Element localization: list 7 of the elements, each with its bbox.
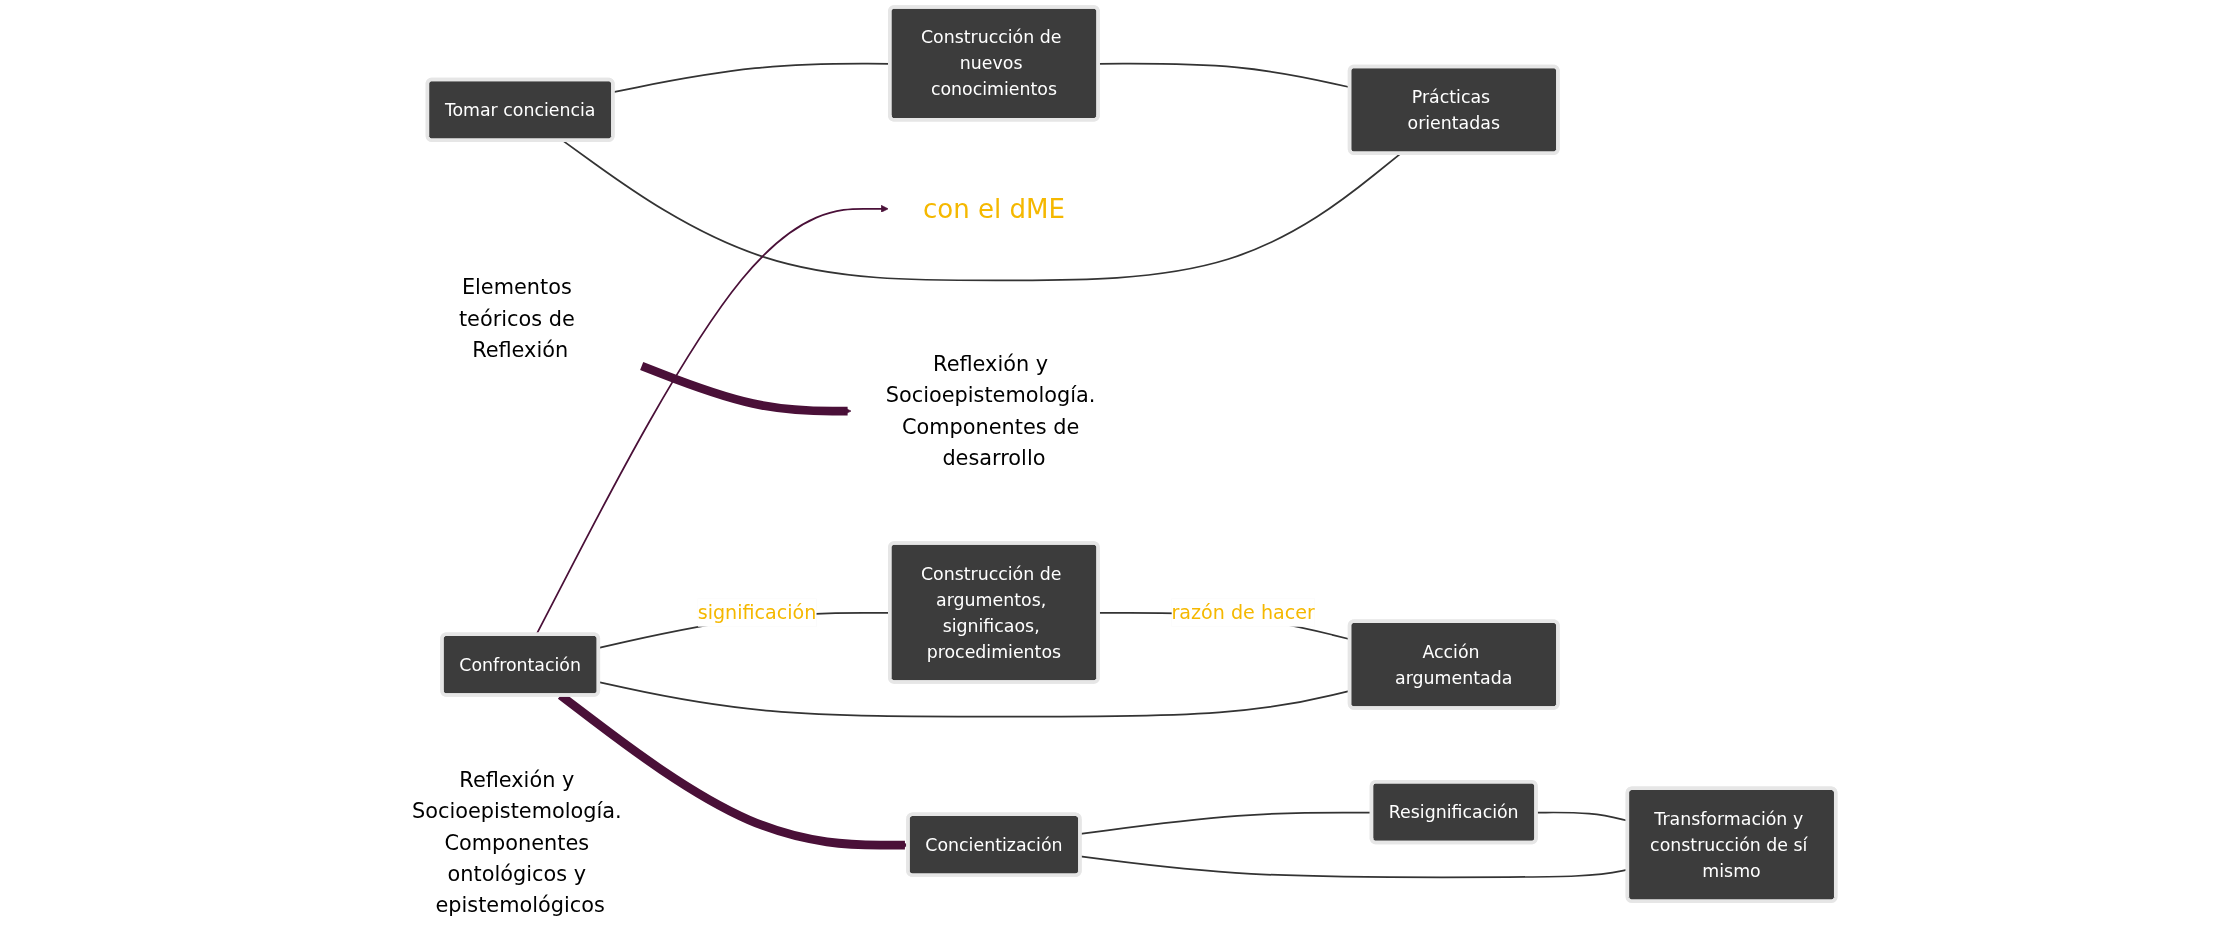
node-text: Reflexión y Socioepistemología. Componentes de desarrollo bbox=[885, 352, 1096, 471]
node-text: Reflexión y Socioepistemología. Componentes ontológicos y epistemológicos bbox=[412, 767, 622, 918]
edge-label: significación bbox=[697, 601, 817, 624]
arrow bbox=[640, 362, 852, 416]
node-text: Elementos teóricos de Reflexión bbox=[458, 275, 575, 363]
edge-label: razón de hacer bbox=[1171, 601, 1315, 624]
node-text: con el dME bbox=[922, 193, 1065, 224]
